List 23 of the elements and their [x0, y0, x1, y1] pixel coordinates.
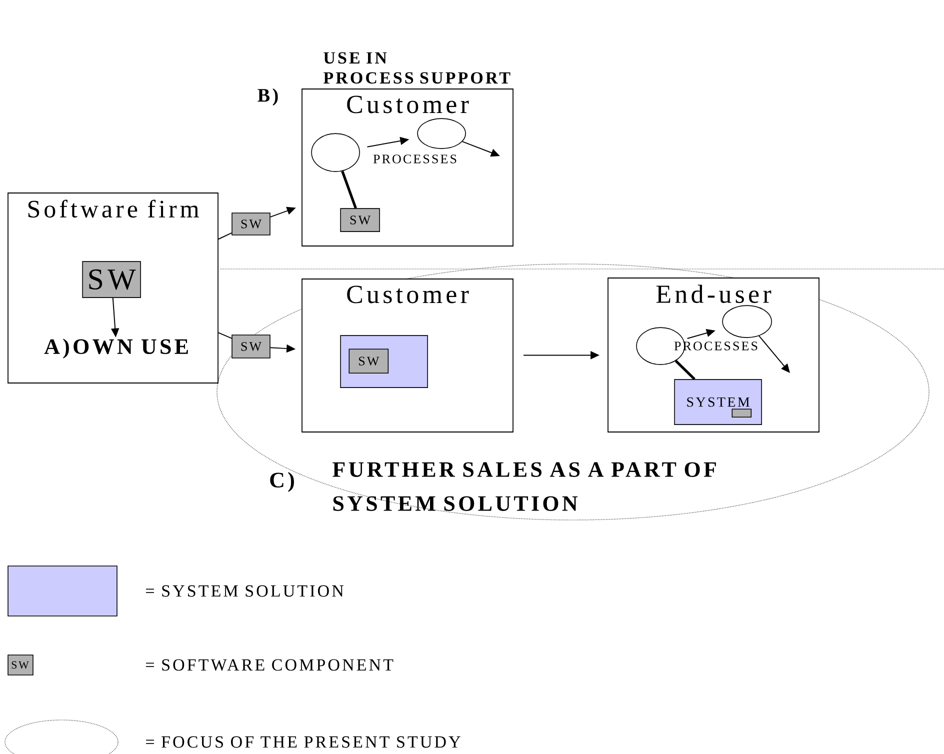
section-heading: A)OWN USE [44, 338, 188, 359]
component-box: SW [232, 334, 270, 358]
connector-line [674, 360, 696, 380]
arrow [758, 335, 790, 373]
legend-text: = SOFTWARE COMPONENT [146, 659, 394, 671]
process-label: PROCESSES [373, 154, 456, 164]
component-box: SW [82, 261, 141, 298]
section-heading: USE IN PROCESS SUPPORT [324, 52, 510, 84]
component-box [732, 408, 752, 418]
legend-text: = SYSTEM SOLUTION [146, 585, 344, 597]
connector-line [218, 232, 232, 240]
legend-text: = FOCUS OF THE PRESENT STUDY [146, 736, 460, 748]
process-ellipse [417, 118, 466, 149]
component-box: SW [232, 212, 270, 236]
process-ellipse [722, 305, 772, 338]
component-box: SW [340, 208, 380, 232]
section-letter: B) [258, 88, 278, 106]
connector-line [218, 332, 232, 339]
system-box: SYSTEM [674, 379, 762, 425]
process-ellipse [311, 133, 360, 172]
section-letter: C) [270, 472, 294, 492]
connector-line [341, 170, 357, 209]
component-box: SW [348, 348, 389, 374]
